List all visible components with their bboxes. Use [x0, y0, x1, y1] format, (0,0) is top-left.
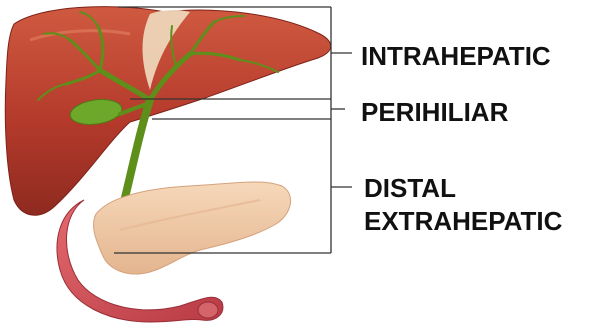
- label-distal-line2: EXTRAHEPATIC: [364, 205, 562, 238]
- label-distal-line1: DISTAL: [364, 172, 562, 205]
- label-intrahepatic: INTRAHEPATIC: [361, 40, 551, 73]
- duodenum-opening: [198, 302, 218, 318]
- label-distal-extrahepatic: DISTAL EXTRAHEPATIC: [364, 172, 562, 238]
- label-perihiliar: PERIHILIAR: [361, 96, 508, 129]
- liver: [5, 7, 330, 216]
